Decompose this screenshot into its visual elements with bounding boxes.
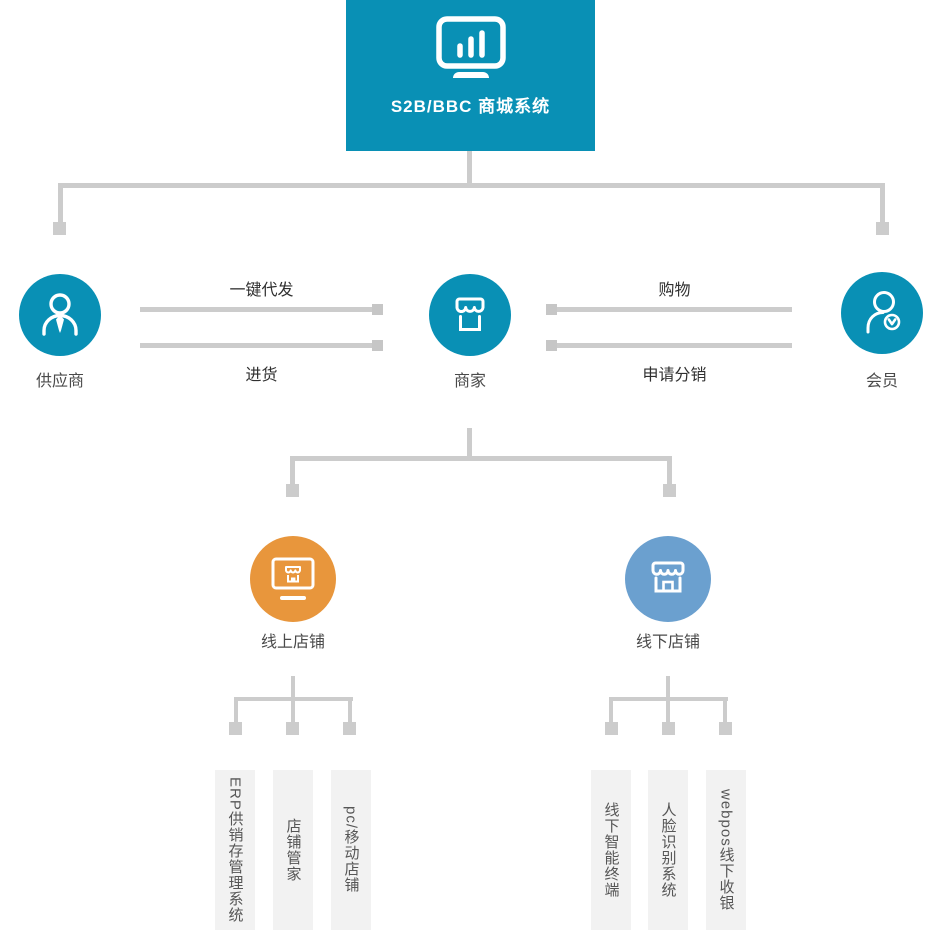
- connector-online-child3-endcap: [343, 722, 356, 735]
- connector-merchant-drop: [467, 428, 472, 457]
- member-node: [841, 272, 923, 354]
- connector-online-child2-drop: [291, 701, 295, 722]
- flow-label-one-click-dispatch: 一键代发: [229, 282, 294, 299]
- connector-offline-group-drop: [666, 676, 670, 697]
- connector-offline-child3-drop: [723, 701, 727, 722]
- storefront-icon: [455, 297, 485, 331]
- leaf-face-recognition: 人脸识别系统: [648, 770, 688, 930]
- person-tie-icon: [42, 293, 78, 336]
- supplier-node: [19, 274, 101, 356]
- offline-store-icon: [651, 561, 685, 593]
- connector-offline-child2-endcap: [662, 722, 675, 735]
- flow-label-shopping: 购物: [658, 282, 691, 299]
- connector-online-group-drop: [291, 676, 295, 697]
- connector-online-child2-endcap: [286, 722, 299, 735]
- connector-offline-group-bar: [609, 697, 728, 701]
- connector-offline-child3-endcap: [719, 722, 732, 735]
- connector-online-group-bar: [234, 697, 353, 701]
- flow-line-one-click-dispatch: [140, 307, 372, 312]
- connector-online-child1-endcap: [229, 722, 242, 735]
- connector-offline-child1-endcap: [605, 722, 618, 735]
- merchant-label: 商家: [453, 373, 486, 390]
- flow-line-shopping: [557, 307, 792, 312]
- merchant-node: [429, 274, 511, 356]
- leaf-pc-mobile-shop: pc/移动店铺: [331, 770, 371, 930]
- root-title: S2B/BBC 商城系统: [390, 97, 551, 116]
- connector-member-endcap: [876, 222, 889, 235]
- connector-offline-child2-drop: [666, 701, 670, 722]
- person-vip-icon: [866, 291, 901, 334]
- flow-line-purchase: [140, 343, 372, 348]
- flow-line-apply-distribution: [557, 343, 792, 348]
- leaf-webpos-cashier: webpos线下收银: [706, 770, 746, 930]
- flow-arrowcap-one-click-dispatch: [372, 304, 383, 315]
- leaf-erp-system: ERP供销存管理系统: [215, 770, 255, 930]
- leaf-offline-smart-terminal: 线下智能终端: [591, 770, 631, 930]
- online-store-label: 线上店铺: [260, 634, 325, 651]
- connector-root-drop: [467, 151, 472, 184]
- connector-offline-endcap: [663, 484, 676, 497]
- connector-supplier-drop: [58, 188, 63, 222]
- root-node: S2B/BBC 商城系统: [346, 0, 595, 151]
- connector-level2-bar: [290, 456, 672, 461]
- connector-supplier-endcap: [53, 222, 66, 235]
- flow-arrowcap-shopping: [546, 304, 557, 315]
- offline-store-node: [625, 536, 711, 622]
- flow-arrowcap-apply-distribution: [546, 340, 557, 351]
- connector-level1-bar: [58, 183, 885, 188]
- online-store-node: [250, 536, 336, 622]
- member-label: 会员: [865, 373, 898, 390]
- supplier-label: 供应商: [35, 373, 84, 390]
- connector-member-drop: [880, 188, 885, 222]
- flow-label-apply-distribution: 申请分销: [642, 367, 707, 384]
- offline-store-label: 线下店铺: [635, 634, 700, 651]
- online-store-icon: [271, 557, 315, 600]
- leaf-shop-manager: 店铺管家: [273, 770, 313, 930]
- connector-offline-drop: [667, 461, 672, 484]
- connector-online-endcap: [286, 484, 299, 497]
- connector-online-child3-drop: [348, 701, 352, 722]
- connector-online-child1-drop: [234, 701, 238, 722]
- connector-offline-child1-drop: [609, 701, 613, 722]
- connector-online-drop: [290, 461, 295, 484]
- monitor-chart-icon: [435, 16, 506, 78]
- flow-label-purchase: 进货: [245, 367, 278, 384]
- flow-arrowcap-purchase: [372, 340, 383, 351]
